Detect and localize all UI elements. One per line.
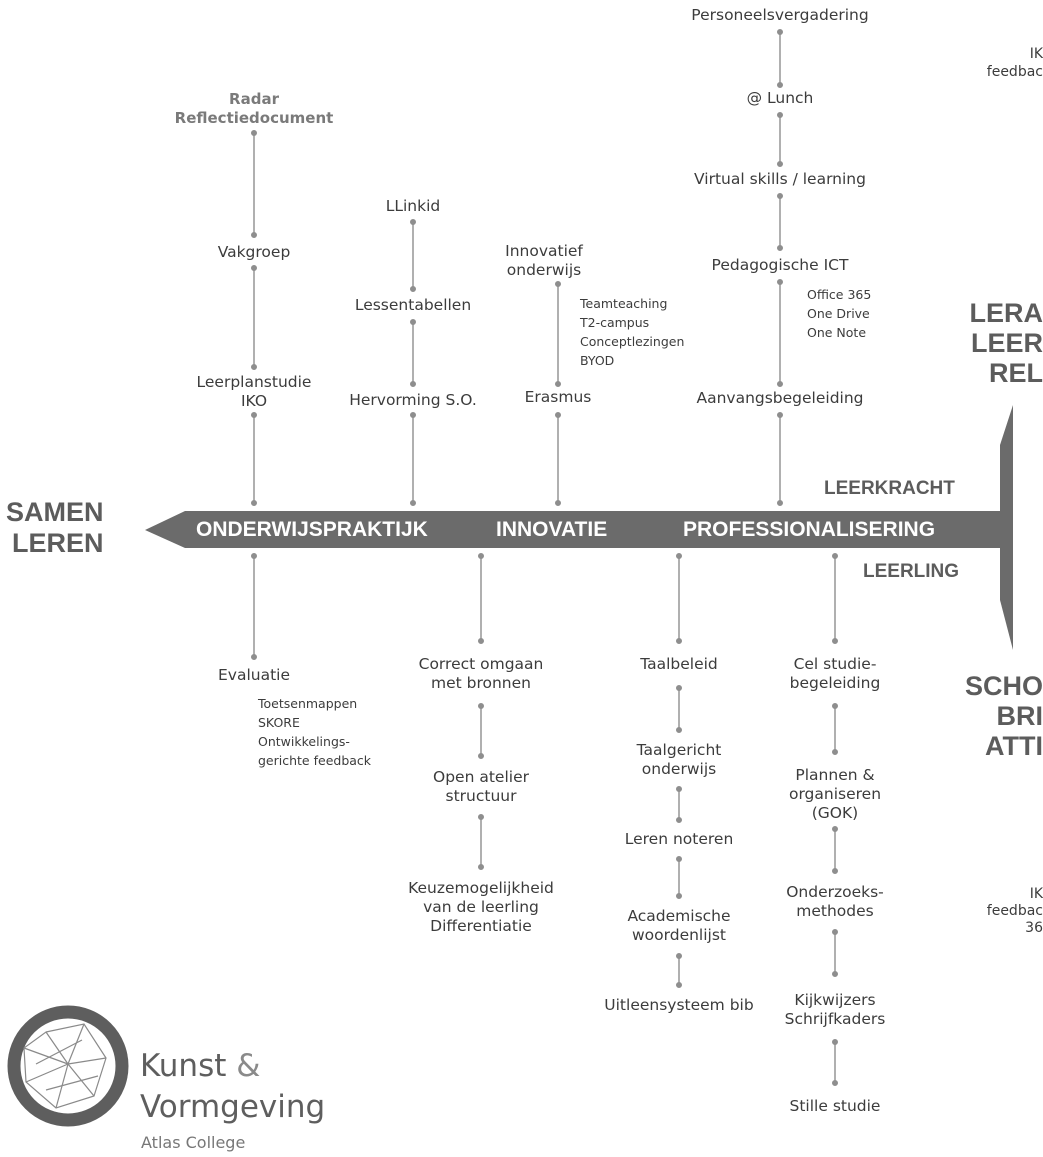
node-onderzoeksmethodes: Onderzoeks- methodes [786, 883, 884, 920]
band-label-onderwijspraktijk: ONDERWIJSPRAKTIJK [196, 518, 428, 541]
node-academische-woordenlijst: Academische woordenlijst [627, 907, 731, 944]
node-radar-reflectiedocument: Radar Reflectiedocument [174, 90, 334, 127]
node-keuzemogelijkheid: Keuzemogelijkheid van de leerling Differ… [408, 879, 554, 935]
node-office-detail: Office 365 One Drive One Note [807, 287, 872, 340]
samen-leren-line2: LEREN [12, 528, 104, 558]
atlas-college-logo-icon [7, 1005, 129, 1127]
logo-kunst: Kunst [140, 1048, 227, 1084]
label-leerling: LEERLING [863, 561, 960, 582]
arrow-band [145, 511, 1013, 548]
logo-text-vormgeving: Vormgeving [140, 1089, 326, 1125]
node-leren-noteren: Leren noteren [624, 830, 734, 848]
connector-layer [145, 29, 1013, 1086]
band-label-professionalisering: PROFESSIONALISERING [683, 518, 936, 541]
logo-ampersand: & [236, 1048, 261, 1084]
diagram-canvas: SAMEN LEREN ONDERWIJSPRAKTIJK INNOVATIE … [6, 6, 1043, 1152]
logo-text-kunst: Kunst & [140, 1048, 260, 1084]
node-open-atelier: Open atelier structuur [433, 768, 529, 805]
band-label-innovatie: INNOVATIE [496, 518, 608, 541]
node-evaluatie-detail: Toetsenmappen SKORE Ontwikkelings- geric… [258, 696, 372, 768]
node-stille-studie: Stille studie [789, 1097, 881, 1115]
node-virtual-skills: Virtual skills / learning [694, 170, 866, 188]
top-connectors [250, 29, 784, 507]
right-cut-bottom-small: IK feedbac 36 [986, 886, 1043, 936]
node-llinkid: LLinkid [385, 197, 441, 215]
node-taalgericht-onderwijs: Taalgericht onderwijs [636, 741, 722, 778]
label-leerkracht: LEERKRACHT [824, 478, 955, 499]
node-innovatie-detail: Teamteaching T2-campus Conceptlezingen B… [580, 296, 685, 368]
node-evaluatie: Evaluatie [217, 666, 290, 684]
node-correct-omgaan: Correct omgaan met bronnen [418, 655, 544, 692]
node-kijkwijzers: Kijkwijzers Schrijfkaders [784, 991, 886, 1028]
node-cel-studiebegeleiding: Cel studie- begeleiding [789, 655, 881, 692]
node-vakgroep: Vakgroep [217, 243, 291, 261]
node-innovatief-onderwijs: Innovatief onderwijs [505, 242, 583, 279]
node-taalbeleid: Taalbeleid [640, 655, 718, 673]
right-hexagon-shape [1000, 405, 1013, 650]
node-plannen-organiseren: Plannen & organiseren (GOK) [788, 766, 882, 822]
right-cut-top-small: IK feedbac [986, 46, 1043, 80]
node-erasmus: Erasmus [524, 388, 592, 406]
samen-leren-line1: SAMEN [6, 497, 104, 527]
node-pedagogische-ict: Pedagogische ICT [711, 256, 849, 274]
bottom-connectors [250, 553, 839, 1086]
node-leerplanstudie-iko: Leerplanstudie IKO [196, 373, 312, 410]
node-lessentabellen: Lessentabellen [354, 296, 472, 314]
right-cut-scho: SCHO BRI ATTI [964, 671, 1043, 761]
logo-text-atlas-college: Atlas College [141, 1133, 246, 1152]
right-cut-lera: LERA LEER REL [969, 298, 1043, 388]
node-aanvangsbegeleiding: Aanvangsbegeleiding [696, 389, 864, 407]
node-lunch: @ Lunch [746, 89, 814, 107]
node-hervorming-so: Hervorming S.O. [349, 391, 477, 409]
node-personeelsvergadering: Personeelsvergadering [691, 6, 869, 24]
node-uitleensysteem-bib: Uitleensysteem bib [604, 996, 754, 1014]
